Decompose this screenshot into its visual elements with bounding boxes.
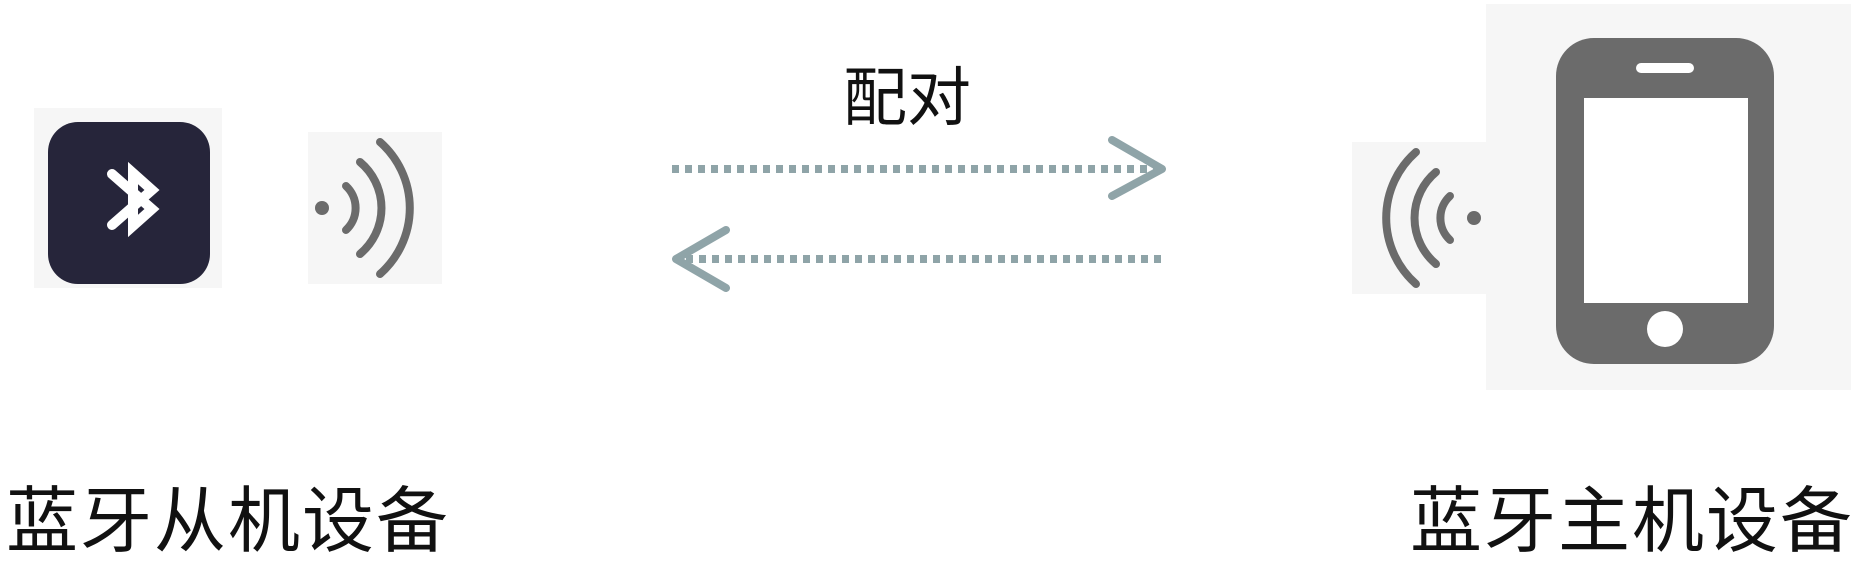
master-device-label: 蓝牙主机设备 xyxy=(1410,479,1851,563)
pairing-arrow-right xyxy=(668,134,1170,204)
pairing-arrow-left xyxy=(668,224,1170,294)
pairing-label: 配对 xyxy=(843,62,971,136)
bluetooth-icon xyxy=(34,108,222,288)
wireless-signal-left-icon xyxy=(1352,142,1488,294)
slave-device-label: 蓝牙从机设备 xyxy=(6,479,451,563)
wireless-signal-right-icon xyxy=(308,132,442,284)
smartphone-icon xyxy=(1486,4,1851,390)
